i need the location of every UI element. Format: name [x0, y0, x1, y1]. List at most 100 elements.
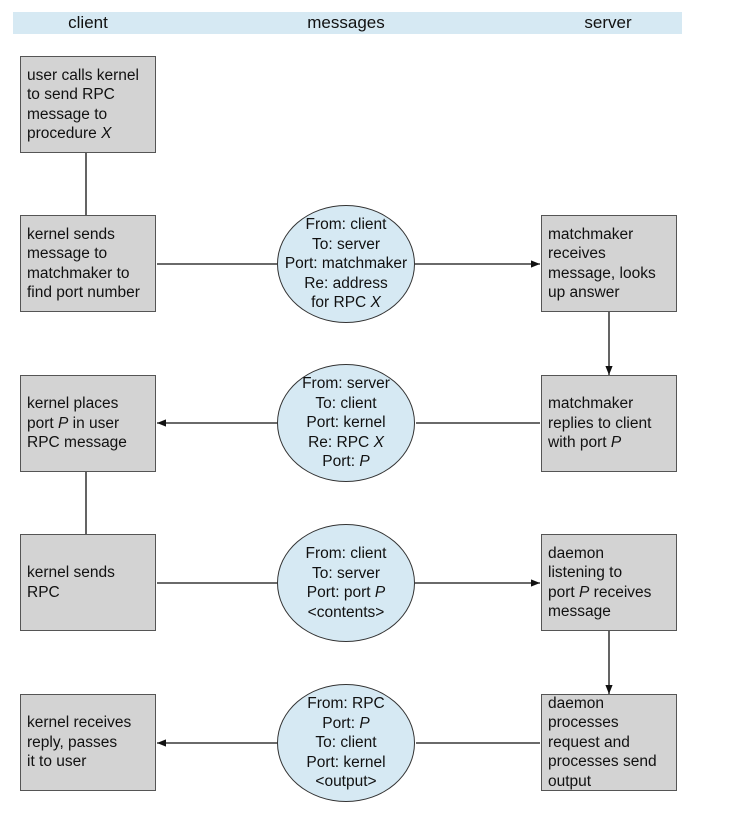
text-segment: in user [68, 414, 120, 432]
text-segment: To: server [311, 564, 381, 582]
text-line: up answer [548, 283, 670, 303]
client-column-header: client [68, 13, 108, 32]
text-line: <contents> [308, 603, 385, 623]
text-segment: matchmaker to [27, 264, 130, 282]
text-segment: From: client [305, 216, 387, 234]
text-segment: processes send [548, 753, 657, 771]
text-line: kernel receives [27, 713, 149, 733]
text-segment: Port: [322, 714, 360, 732]
text-line: RPC [27, 583, 149, 603]
text-segment: up answer [548, 284, 620, 301]
variable-name: P [374, 584, 386, 601]
text-line: From: client [306, 215, 387, 235]
text-line: To: server [312, 235, 380, 255]
variable-name: P [359, 714, 370, 732]
text-segment: kernel places [27, 395, 119, 413]
text-line: From: server [302, 374, 390, 394]
variable-name: X [373, 433, 384, 451]
text-line: user calls kernel [27, 66, 149, 86]
text-line: to send RPC [27, 85, 149, 105]
text-segment: matchmaker [548, 395, 634, 413]
text-line: Port: kernel [306, 753, 385, 773]
text-line: request and [548, 733, 670, 753]
variable-name: X [370, 294, 381, 312]
text-line: for RPC X [311, 293, 381, 313]
text-segment: request and [548, 733, 630, 751]
text-segment: for RPC [311, 294, 371, 312]
text-line: matchmaker to [27, 264, 149, 284]
text-segment: procedure [27, 125, 102, 142]
text-line: with port P [548, 433, 670, 453]
text-segment: daemon [548, 544, 605, 562]
text-line: receives [548, 244, 670, 264]
text-segment: Port: kernel [306, 753, 386, 771]
text-line: output [548, 772, 670, 792]
server-column-header: server [584, 13, 632, 32]
text-line: message [548, 602, 670, 622]
text-segment: kernel sends [27, 564, 115, 581]
text-line: matchmaker [548, 394, 670, 414]
text-segment: processes [548, 714, 619, 732]
text-segment: user calls kernel [27, 66, 139, 84]
text-line: From: client [306, 544, 387, 564]
text-line: port P receives [548, 583, 670, 603]
text-segment: RPC [27, 583, 60, 601]
text-line: From: RPC [307, 694, 385, 714]
messages-column-header: messages [307, 13, 385, 32]
text-line: Port: port P [307, 583, 385, 603]
text-line: matchmaker [548, 225, 670, 245]
text-line: <output> [315, 772, 376, 792]
text-segment: Port: matchmaker [284, 255, 408, 273]
text-segment: reply, passes [27, 733, 118, 751]
text-line: port P in user [27, 414, 149, 434]
text-segment: listening to [548, 564, 623, 581]
text-line: find port number [27, 283, 149, 303]
text-segment: port [548, 583, 580, 601]
text-line: processes [548, 713, 670, 733]
text-segment: Port: port [306, 584, 375, 601]
text-line: kernel places [27, 394, 149, 414]
text-segment: To: client [315, 734, 377, 752]
text-segment: Re: RPC [308, 433, 374, 451]
text-segment: <contents> [307, 603, 385, 621]
text-line: Re: address [304, 274, 388, 294]
text-segment: From: client [305, 545, 387, 562]
text-segment: receives [589, 583, 652, 601]
text-segment: To: server [311, 235, 381, 253]
header-bar [13, 12, 682, 34]
text-line: Port: P [322, 452, 369, 472]
text-segment: with port [548, 434, 611, 452]
text-line: To: client [315, 733, 376, 753]
text-line: kernel sends [27, 225, 149, 245]
text-line: it to user [27, 752, 149, 772]
text-line: Port: matchmaker [285, 254, 407, 274]
text-line: message to [27, 105, 149, 125]
text-segment: <output> [315, 773, 377, 791]
text-line: daemon [548, 694, 670, 714]
text-line: procedure X [27, 124, 149, 144]
variable-name: X [101, 125, 112, 142]
text-line: RPC message [27, 433, 149, 453]
text-line: Port: kernel [306, 413, 385, 433]
variable-name: P [579, 583, 590, 601]
text-line: To: server [312, 564, 380, 584]
text-line: processes send [548, 752, 670, 772]
text-segment: port [27, 414, 59, 432]
text-segment: to send RPC [27, 86, 115, 103]
text-segment: To: client [315, 394, 377, 412]
text-line: kernel sends [27, 563, 149, 583]
text-segment: Port: [322, 453, 360, 471]
text-segment: message, looks [548, 264, 656, 282]
text-segment: message to [27, 245, 108, 262]
text-segment: replies to client [548, 414, 652, 432]
